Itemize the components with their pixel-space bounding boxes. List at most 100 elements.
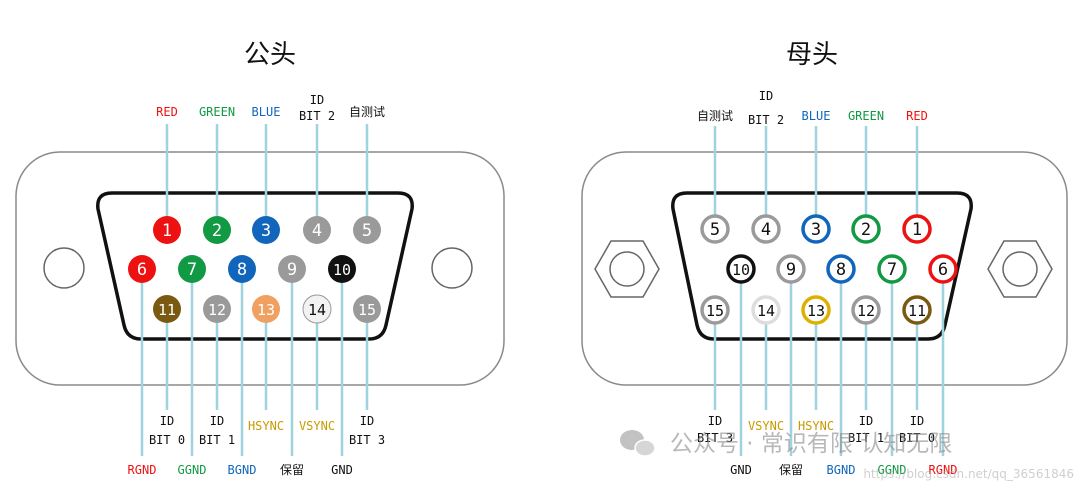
male-pin-number: 11 bbox=[158, 301, 176, 319]
label-male-bottom-9: 保留 bbox=[280, 463, 304, 477]
label-female-top-1: RED bbox=[906, 109, 928, 123]
female-pin-10: 10 bbox=[726, 254, 756, 284]
label-female-bottom-10: GND bbox=[730, 463, 752, 477]
label-female-bottom-9: 保留 bbox=[779, 463, 803, 477]
label-female-top-4-line1: ID bbox=[759, 89, 773, 103]
female-left-hex-nut bbox=[594, 240, 660, 298]
label-male-mid-11-line1: ID bbox=[160, 414, 174, 428]
label-female-mid-12-line2: BIT 1 bbox=[848, 431, 884, 445]
male-left-screw-hole bbox=[43, 247, 85, 289]
label-female-top-3: BLUE bbox=[802, 109, 831, 123]
male-pin-2: 2 bbox=[203, 216, 231, 244]
label-female-top-4-line2: BIT 2 bbox=[748, 113, 784, 127]
female-pin-8: 8 bbox=[826, 254, 856, 284]
label-female-mid-15-line2: BIT 3 bbox=[697, 431, 733, 445]
male-pin-number: 2 bbox=[212, 221, 222, 241]
female-pin-number: 11 bbox=[908, 302, 926, 320]
label-female-mid-15-line1: ID bbox=[708, 414, 722, 428]
female-lead-lines bbox=[713, 126, 945, 456]
male-pin-number: 8 bbox=[237, 260, 247, 280]
label-male-top-2: GREEN bbox=[199, 105, 235, 119]
label-male-mid-12-line1: ID bbox=[210, 414, 224, 428]
male-pin-14: 14 bbox=[302, 294, 332, 324]
female-pin-3: 3 bbox=[801, 214, 831, 244]
female-title: 母头 bbox=[786, 40, 838, 70]
label-male-top-3: BLUE bbox=[252, 105, 281, 119]
label-male-mid-15-line2: BIT 3 bbox=[349, 433, 385, 447]
female-shell bbox=[581, 151, 1068, 386]
male-pin-number: 14 bbox=[308, 301, 326, 319]
label-female-mid-11-line1: ID bbox=[910, 414, 924, 428]
wechat-icon bbox=[620, 430, 656, 457]
label-female-mid-11-line2: BIT 0 bbox=[899, 431, 935, 445]
male-pin-number: 3 bbox=[261, 221, 271, 241]
male-pin-11: 11 bbox=[153, 295, 181, 323]
female-pin-5: 5 bbox=[700, 214, 730, 244]
female-pin-11: 11 bbox=[902, 295, 932, 325]
male-pin-number: 7 bbox=[187, 260, 197, 280]
male-title: 公头 bbox=[244, 40, 296, 70]
label-male-bottom-8: BGND bbox=[228, 463, 257, 477]
label-male-top-5: 自测试 bbox=[349, 104, 385, 119]
male-lead-lines bbox=[140, 124, 369, 456]
female-pin-6: 6 bbox=[928, 254, 958, 284]
male-pin-number: 10 bbox=[333, 261, 351, 279]
female-pin-number: 9 bbox=[786, 260, 796, 280]
male-right-screw-hole bbox=[431, 247, 473, 289]
female-pin-number: 8 bbox=[836, 260, 846, 280]
label-male-mid-13: HSYNC bbox=[248, 419, 284, 433]
label-male-mid-12-line2: BIT 1 bbox=[199, 433, 235, 447]
male-pin-10: 10 bbox=[328, 255, 356, 283]
male-shell bbox=[15, 151, 505, 386]
male-pin-1: 1 bbox=[153, 216, 181, 244]
label-male-mid-15-line1: ID bbox=[360, 414, 374, 428]
female-pin-number: 14 bbox=[757, 302, 775, 320]
male-pin-3: 3 bbox=[252, 216, 280, 244]
male-pin-5: 5 bbox=[353, 216, 381, 244]
female-pin-2: 2 bbox=[851, 214, 881, 244]
female-d-sub-frame bbox=[671, 191, 973, 341]
female-pin-number: 15 bbox=[706, 302, 724, 320]
female-pin-14: 14 bbox=[751, 295, 781, 325]
female-right-hex-nut bbox=[987, 240, 1053, 298]
male-pin-6: 6 bbox=[128, 255, 156, 283]
label-female-mid-14: VSYNC bbox=[748, 419, 784, 433]
female-pin-number: 10 bbox=[732, 261, 750, 279]
female-pin-number: 13 bbox=[807, 302, 825, 320]
female-pin-7: 7 bbox=[877, 254, 907, 284]
label-male-mid-11-line2: BIT 0 bbox=[149, 433, 185, 447]
label-male-bottom-7: GGND bbox=[178, 463, 207, 477]
male-pin-8: 8 bbox=[228, 255, 256, 283]
watermark-text: 公众号 · 常识有限 认知无限 bbox=[670, 431, 952, 457]
male-pin-9: 9 bbox=[278, 255, 306, 283]
female-pin-number: 3 bbox=[811, 220, 821, 240]
female-pin-number: 1 bbox=[912, 220, 922, 240]
male-pin-number: 9 bbox=[287, 260, 297, 280]
female-pin-number: 6 bbox=[938, 260, 948, 280]
male-pin-number: 13 bbox=[257, 301, 275, 319]
label-female-top-5: 自测试 bbox=[697, 108, 733, 123]
male-pin-number: 12 bbox=[208, 301, 226, 319]
label-female-bottom-7: GGND bbox=[878, 463, 907, 477]
male-pin-number: 4 bbox=[312, 221, 322, 241]
female-pin-13: 13 bbox=[801, 295, 831, 325]
male-pin-number: 15 bbox=[358, 301, 376, 319]
male-pin-15: 15 bbox=[353, 295, 381, 323]
label-male-mid-14: VSYNC bbox=[299, 419, 335, 433]
label-male-top-4-line1: ID bbox=[310, 93, 324, 107]
watermark-url: https://blog.csdn.net/qq_36561846 bbox=[863, 467, 1074, 481]
male-pin-number: 6 bbox=[137, 260, 147, 280]
label-female-bottom-8: BGND bbox=[827, 463, 856, 477]
female-pin-number: 12 bbox=[857, 302, 875, 320]
female-pin-12: 12 bbox=[851, 295, 881, 325]
male-pin-13: 13 bbox=[252, 295, 280, 323]
label-male-top-1: RED bbox=[156, 105, 178, 119]
male-d-sub-frame bbox=[96, 191, 414, 341]
male-pin-7: 7 bbox=[178, 255, 206, 283]
